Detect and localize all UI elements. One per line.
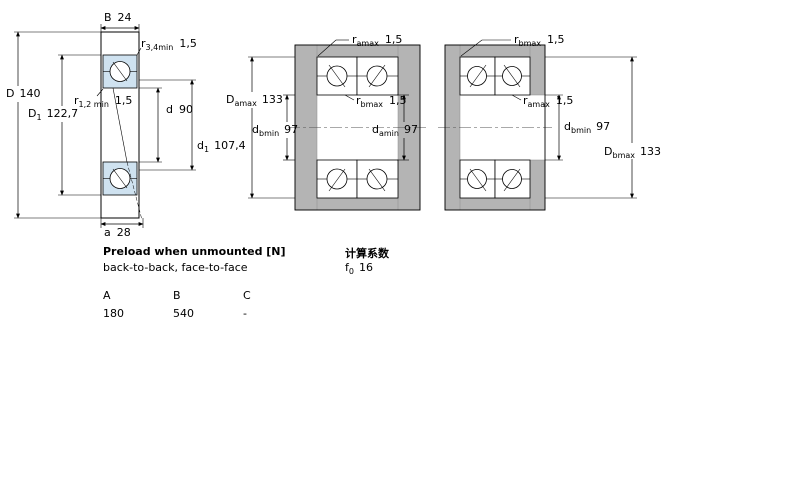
arrangement-figure-back-to-back [288,44,427,211]
preload-subtitle: back-to-back, face-to-face [103,261,248,274]
calculation-factor-title: 计算系数 [345,247,389,260]
arrangement-figure-face-to-face [438,44,552,211]
f0-symbol: f [345,261,349,274]
ball [467,66,487,86]
bearing-cross-section-figure [100,31,143,221]
ball [326,168,348,190]
ball [502,169,522,189]
preload-value-a: 180 [103,307,124,320]
f0-subscript: 0 [348,267,354,277]
preload-col-a: A [103,289,111,302]
preload-col-c: C [243,289,251,302]
calculation-factor-f0: f0 16 [345,261,373,276]
ball [366,168,388,190]
f0-value: 16 [358,261,373,274]
preload-value-b: 540 [173,307,194,320]
preload-title: Preload when unmounted [N] [103,245,286,258]
preload-value-c: - [243,307,247,320]
preload-col-b: B [173,289,181,302]
